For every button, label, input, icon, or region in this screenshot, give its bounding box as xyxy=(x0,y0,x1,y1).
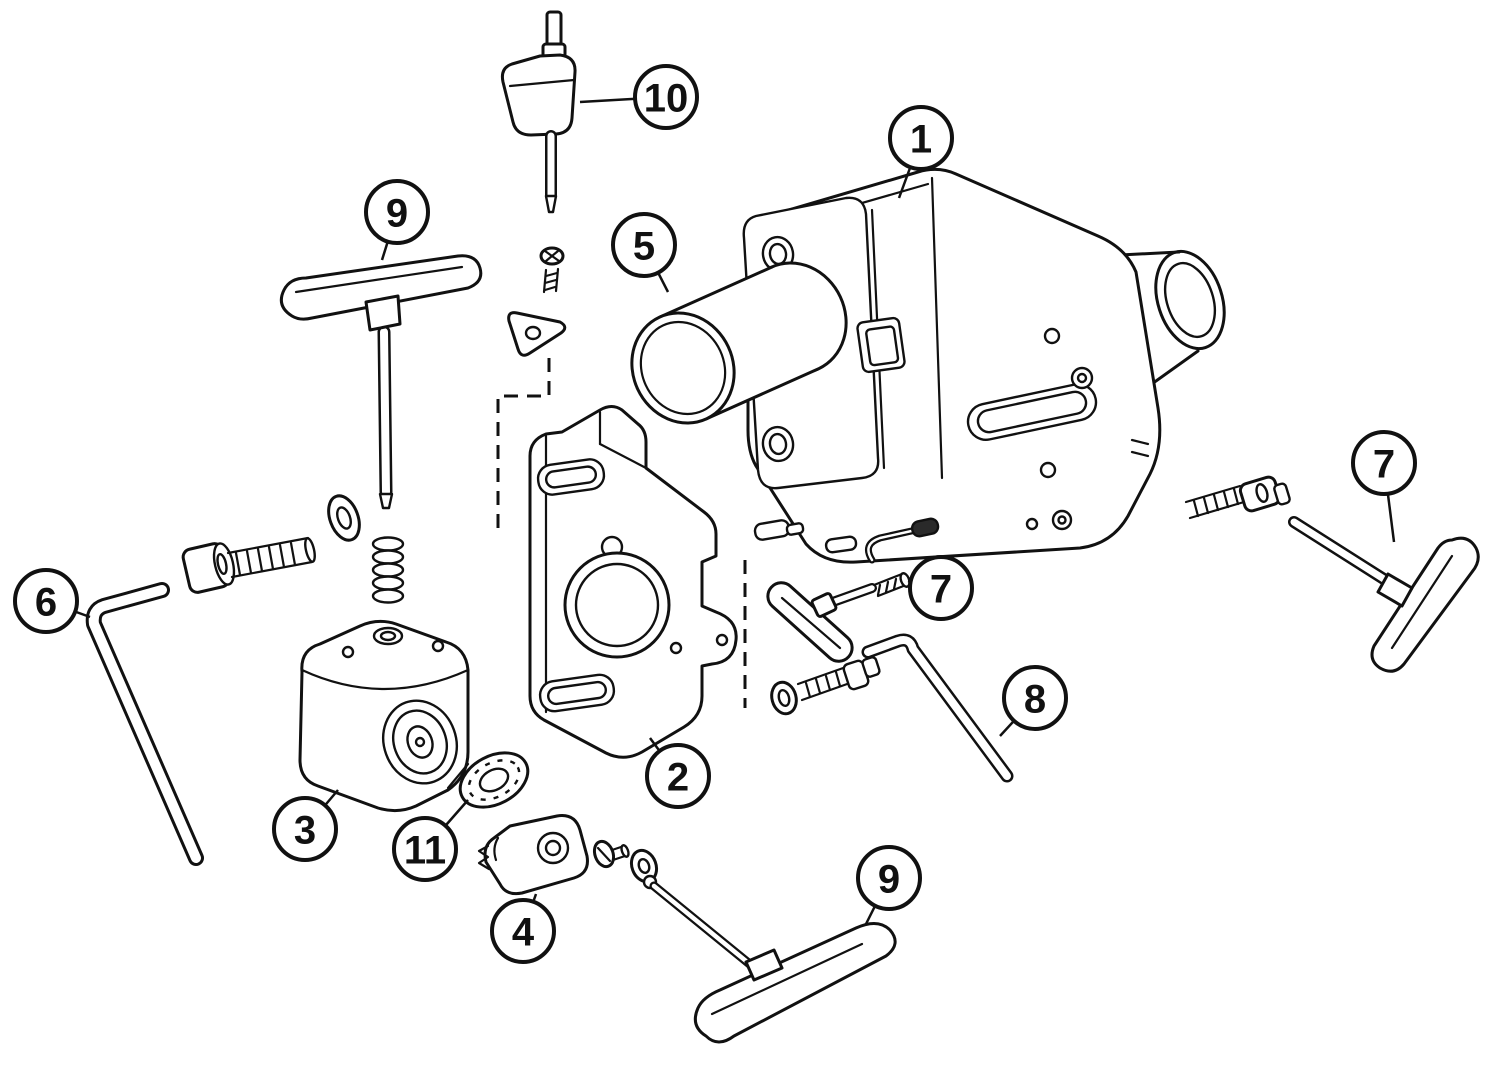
body-slot xyxy=(966,383,1098,441)
callout-number: 4 xyxy=(512,910,535,954)
callout-1: 1 xyxy=(888,105,954,199)
part-t-handle-bottom xyxy=(642,874,897,1044)
right-cap-screw xyxy=(1184,475,1291,520)
callout-8: 8 xyxy=(999,665,1068,737)
cutting-insert xyxy=(507,311,567,357)
callout-number: 7 xyxy=(930,567,952,611)
part-cartridge-adapter xyxy=(528,405,738,759)
callout-number: 8 xyxy=(1024,677,1046,721)
callout-balloon xyxy=(392,816,458,882)
callout-number: 3 xyxy=(294,808,316,852)
part-hex-key-small xyxy=(861,633,1014,783)
part-torx-driver xyxy=(500,10,577,214)
callout-balloon xyxy=(1002,665,1068,731)
part-t-handle-top xyxy=(279,254,483,510)
callout-number: 2 xyxy=(667,755,689,799)
callout-6: 6 xyxy=(13,568,91,634)
left-cap-screw xyxy=(181,536,316,594)
callout-balloon xyxy=(1351,430,1417,496)
part-t-handle-key-middle xyxy=(766,572,911,663)
callout-number: 5 xyxy=(633,224,655,268)
callout-5: 5 xyxy=(611,212,677,293)
callout-balloon xyxy=(633,64,699,130)
callout-balloon xyxy=(490,898,556,964)
callout-balloon xyxy=(611,212,677,278)
part-cutting-head xyxy=(298,619,470,813)
callout-number: 1 xyxy=(910,117,932,161)
set-screw-with-washer xyxy=(770,656,881,716)
callout-number: 6 xyxy=(35,580,57,624)
callout-number: 7 xyxy=(1373,442,1395,486)
callout-balloon xyxy=(364,179,430,245)
adapter-slot-top xyxy=(536,458,606,496)
callout-balloon xyxy=(13,568,79,634)
callout-balloon xyxy=(856,845,922,911)
dark-cap xyxy=(910,517,940,538)
part-clamp xyxy=(477,814,589,896)
callout-number: 11 xyxy=(404,828,446,872)
part-bearing-washer xyxy=(458,751,530,809)
callout-balloon xyxy=(888,105,954,171)
callout-10: 10 xyxy=(579,64,699,130)
part-t-handle-key-right xyxy=(1288,516,1480,673)
part-hex-key-large xyxy=(85,582,204,866)
callout-9: 9 xyxy=(856,845,922,925)
callout-7: 7 xyxy=(1351,430,1417,543)
small-pins-group xyxy=(753,517,940,564)
dashed-alignment-lines xyxy=(496,358,747,708)
left-washer xyxy=(327,494,361,542)
callouts-layer: 10 9 1 5 7 6 7 8 2 3 11 4 9 xyxy=(13,64,1417,964)
adapter-slot-bottom xyxy=(538,673,616,713)
callout-number: 10 xyxy=(644,76,689,120)
callout-11: 11 xyxy=(392,799,469,882)
callout-9: 9 xyxy=(364,179,430,261)
part-cylinder-boss xyxy=(630,261,848,425)
spring xyxy=(371,536,405,604)
callout-number: 9 xyxy=(878,857,900,901)
clamp-screw xyxy=(592,839,630,869)
callout-2: 2 xyxy=(645,737,711,809)
callout-7: 7 xyxy=(907,555,974,621)
pocket-screw-bottom xyxy=(761,425,795,463)
callout-3: 3 xyxy=(272,789,339,862)
callout-balloon xyxy=(645,743,711,809)
callout-balloon xyxy=(908,555,974,621)
insert-pocket-boss xyxy=(382,699,458,785)
callout-number: 9 xyxy=(386,191,408,235)
insert-screw xyxy=(539,246,565,294)
callout-balloon xyxy=(272,796,338,862)
callout-4: 4 xyxy=(490,893,556,964)
